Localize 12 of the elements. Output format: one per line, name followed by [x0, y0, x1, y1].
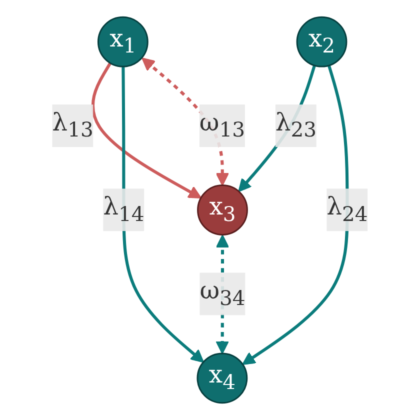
edge-label: λ$_{23}$ — [275, 108, 317, 143]
node-circle: x$_{3}$ — [197, 184, 248, 236]
edge-label: λ$_{24}$ — [326, 192, 368, 227]
node-circle: x$_{4}$ — [196, 352, 248, 404]
node-circle: x$_{2}$ — [296, 16, 348, 68]
arrow — [242, 65, 349, 365]
edge-label: λ$_{14}$ — [103, 192, 144, 227]
edge-label: ω$_{34}$ — [200, 276, 246, 311]
node-circle: x$_{1}$ — [97, 16, 148, 68]
arrow — [92, 62, 202, 199]
edge-label: ω$_{13}$ — [199, 108, 245, 143]
edge-label: λ$_{13}$ — [52, 108, 94, 143]
